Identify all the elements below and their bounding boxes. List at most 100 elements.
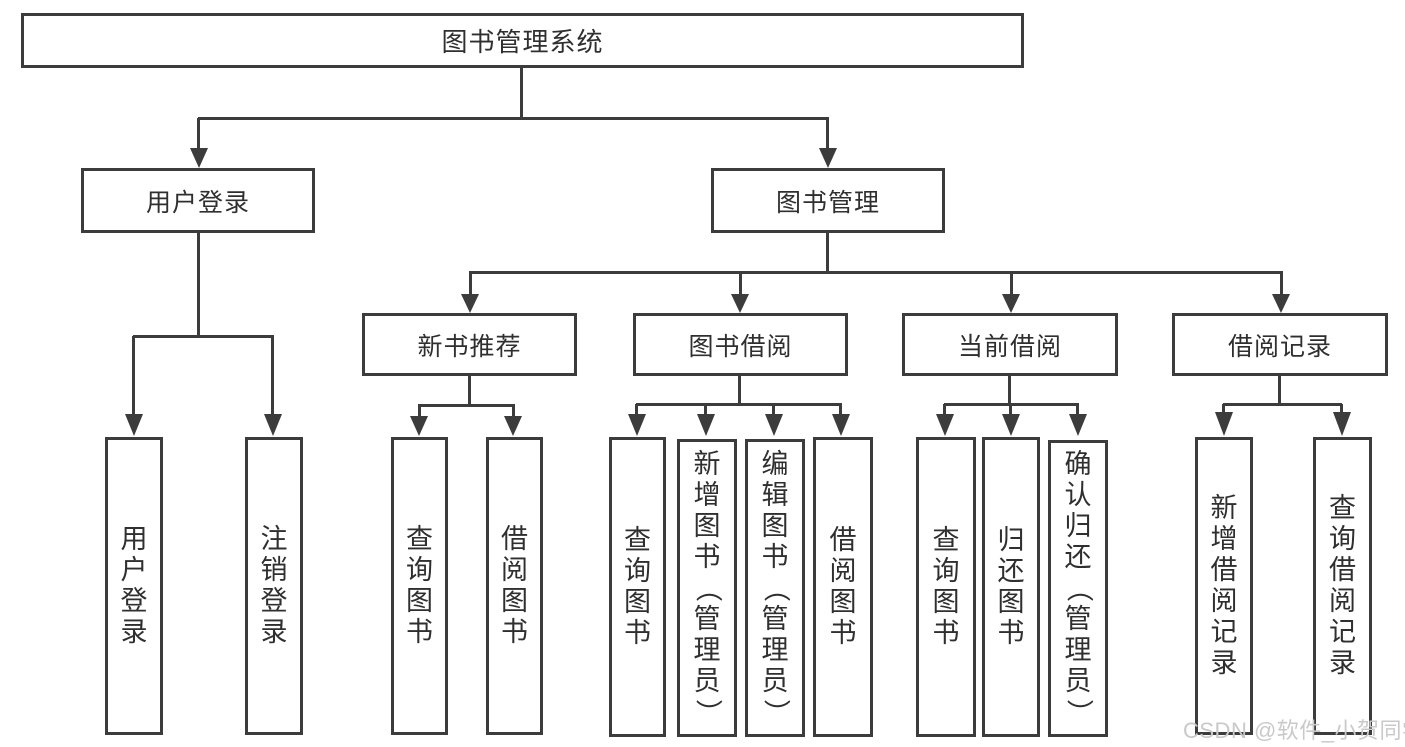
vertical-char: 员 <box>1064 666 1092 696</box>
vertical-char: ） <box>760 698 791 726</box>
arrow-down-icon <box>832 414 850 436</box>
leaf-add-borrow-record-label: 新增借阅记录 <box>1211 493 1238 679</box>
vertical-char: 图 <box>624 587 651 617</box>
connector-line <box>271 336 274 416</box>
vertical-char: ） <box>1063 699 1094 726</box>
vertical-char: 录 <box>1329 648 1356 678</box>
node-new-book-recommend: 新书推荐 <box>362 313 577 376</box>
vertical-char: 还 <box>1064 542 1092 572</box>
vertical-char: 确 <box>1064 449 1092 479</box>
vertical-char: 查 <box>624 525 651 555</box>
leaf-edit-book-admin-label: 编辑图书（管理员） <box>760 449 791 728</box>
arrow-down-icon <box>125 414 143 436</box>
vertical-char: 查 <box>406 524 433 554</box>
vertical-char: 增 <box>693 479 721 510</box>
node-current-borrow-label: 当前借阅 <box>957 332 1062 361</box>
connector-line <box>197 233 200 337</box>
vertical-char: 认 <box>1064 480 1092 510</box>
node-borrow-record-label: 借阅记录 <box>1227 332 1332 361</box>
connector-line <box>418 404 515 407</box>
node-new-book-recommend-label: 新书推荐 <box>417 332 522 361</box>
node-user-login: 用户登录 <box>81 168 315 233</box>
vertical-char: 书 <box>997 618 1025 648</box>
vertical-char: 图 <box>932 587 960 617</box>
vertical-char: 员 <box>761 665 789 696</box>
leaf-query-book-3: 查询图书 <box>916 437 976 737</box>
vertical-char: 增 <box>1210 524 1238 554</box>
connector-line <box>132 336 135 416</box>
arrow-down-icon <box>1002 414 1020 436</box>
node-current-borrow: 当前借阅 <box>902 313 1118 376</box>
leaf-query-book-2-label: 查询图书 <box>624 525 651 649</box>
connector-line <box>468 376 471 406</box>
connector-line <box>704 404 707 415</box>
connector-line <box>1009 404 1012 415</box>
vertical-char: 登 <box>120 586 148 616</box>
leaf-query-book-2: 查询图书 <box>609 437 666 737</box>
leaf-query-borrow-record: 查询借阅记录 <box>1313 437 1372 735</box>
vertical-char: 书 <box>624 618 651 648</box>
connector-line <box>826 118 829 152</box>
connector-line <box>739 272 742 297</box>
vertical-char: 书 <box>501 617 528 647</box>
vertical-char: 书 <box>761 541 789 572</box>
connector-line <box>1280 272 1283 297</box>
vertical-char: 登 <box>260 586 288 616</box>
leaf-query-book-3-label: 查询图书 <box>933 525 960 649</box>
arrow-down-icon <box>731 294 749 313</box>
vertical-char: 录 <box>120 617 148 647</box>
vertical-char: 书 <box>693 541 721 572</box>
vertical-char: 新 <box>1210 493 1238 523</box>
connector-line <box>636 403 842 406</box>
leaf-query-borrow-record-label: 查询借阅记录 <box>1329 493 1356 679</box>
connector-line <box>1010 272 1013 297</box>
connector-line <box>197 118 200 152</box>
leaf-confirm-return-admin-label: 确认归还（管理员） <box>1063 449 1094 728</box>
leaf-borrow-book-2-label: 借阅图书 <box>830 525 857 649</box>
leaf-add-borrow-record: 新增借阅记录 <box>1195 437 1253 735</box>
vertical-char: 销 <box>260 555 288 585</box>
vertical-char: 户 <box>120 555 148 585</box>
connector-line <box>839 404 842 415</box>
connector-line <box>635 404 638 415</box>
leaf-logout-label: 注销登录 <box>261 524 288 648</box>
leaf-return-book-label: 归还图书 <box>998 525 1025 649</box>
vertical-char: 书 <box>406 617 433 647</box>
connector-line <box>1223 403 1342 406</box>
vertical-char: 理 <box>1064 635 1092 665</box>
arrow-down-icon <box>1272 294 1290 313</box>
vertical-char: 询 <box>624 556 651 586</box>
arrow-down-icon <box>765 414 783 436</box>
connector-line <box>826 233 829 273</box>
connector-line <box>520 68 523 118</box>
vertical-char: 阅 <box>501 555 528 585</box>
leaf-add-book-admin-label: 新增图书（管理员） <box>693 449 723 728</box>
vertical-char: 录 <box>1210 648 1238 678</box>
vertical-char: （ <box>1063 575 1094 602</box>
leaf-user-login-label: 用户登录 <box>121 524 148 648</box>
vertical-char: 辑 <box>761 479 789 510</box>
vertical-char: 理 <box>761 634 789 665</box>
vertical-char: 书 <box>829 618 857 648</box>
vertical-char: 还 <box>997 556 1025 586</box>
connector-line <box>133 335 274 338</box>
node-book-borrow-label: 图书借阅 <box>688 332 793 361</box>
node-book-management-label: 图书管理 <box>775 188 880 217</box>
connector-line <box>1340 404 1343 413</box>
arrow-down-icon <box>504 416 522 436</box>
leaf-borrow-book-1-label: 借阅图书 <box>501 524 528 648</box>
vertical-char: 记 <box>1210 617 1238 647</box>
leaf-confirm-return-admin: 确认归还（管理员） <box>1048 440 1108 737</box>
node-user-login-label: 用户登录 <box>145 188 250 217</box>
vertical-char: 理 <box>693 634 721 665</box>
vertical-char: 管 <box>761 603 789 634</box>
vertical-char: 图 <box>406 586 433 616</box>
vertical-char: 借 <box>1210 555 1238 585</box>
vertical-char: 阅 <box>1329 586 1356 616</box>
node-book-management: 图书管理 <box>711 168 945 233</box>
node-root-label: 图书管理系统 <box>441 27 604 57</box>
arrow-down-icon <box>410 416 428 436</box>
vertical-char: 员 <box>693 665 721 696</box>
leaf-borrow-book-2: 借阅图书 <box>813 437 873 737</box>
